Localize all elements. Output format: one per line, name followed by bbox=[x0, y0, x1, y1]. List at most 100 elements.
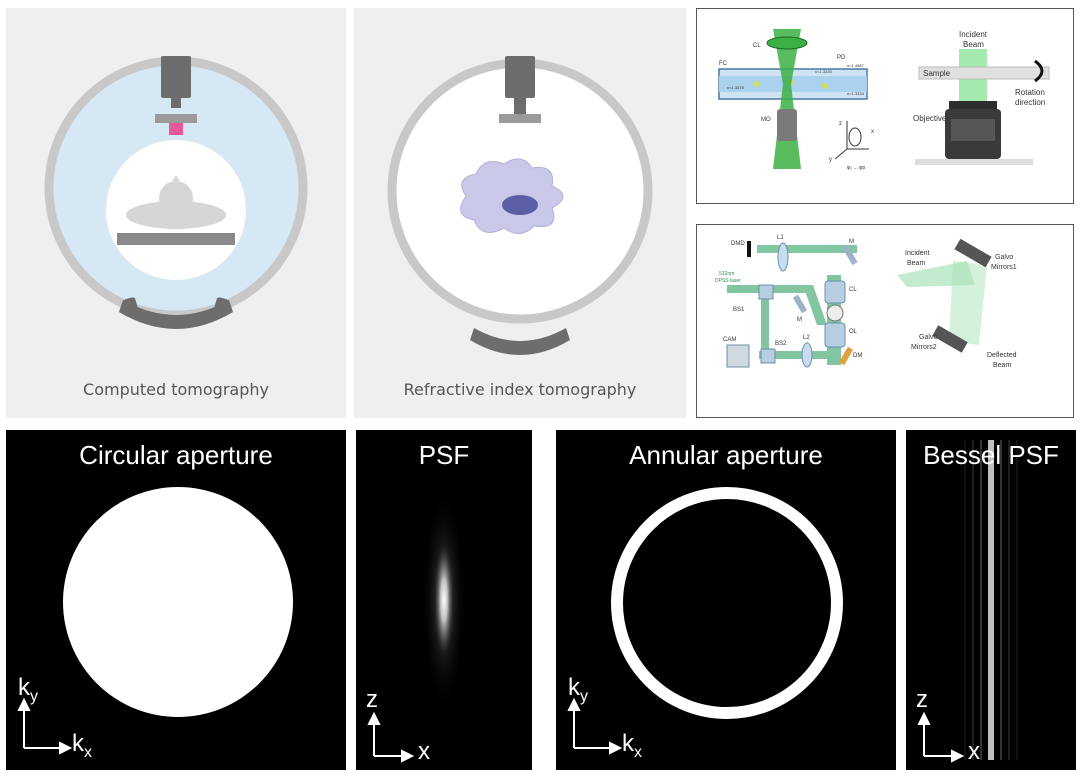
zx-axes-arrows bbox=[917, 711, 965, 763]
condenser-cl-icon bbox=[824, 280, 846, 304]
bessel-psf-image bbox=[917, 440, 1018, 763]
label-n2: n=1.3330 bbox=[815, 69, 833, 74]
sample-rod bbox=[918, 66, 1050, 80]
label-m-top: M bbox=[849, 239, 854, 245]
bessel-axis-z: z bbox=[916, 686, 928, 713]
label-cl: CL bbox=[849, 287, 857, 293]
axis-z: z bbox=[839, 121, 842, 127]
annular-aperture-title: Annular aperture bbox=[629, 440, 823, 470]
k-axes-arrows bbox=[17, 697, 73, 755]
label-dm: DM bbox=[853, 353, 862, 359]
label-rotation-1: Rotation bbox=[1015, 88, 1045, 97]
ct-patient bbox=[126, 175, 226, 229]
label-n1: n=1.4587 bbox=[847, 63, 865, 68]
label-pd: PD bbox=[837, 55, 846, 61]
axis-phi: φ₂ ... φp bbox=[847, 165, 865, 171]
coordinate-axes bbox=[834, 121, 869, 160]
objective-ol-icon bbox=[824, 322, 846, 348]
rit-light-source bbox=[499, 56, 541, 123]
aperture-disk bbox=[63, 487, 293, 717]
ct-illustration bbox=[44, 56, 308, 329]
label-rotation-2: direction bbox=[1015, 98, 1045, 107]
label-cam: CAM bbox=[723, 337, 736, 343]
label-m-mid: M bbox=[797, 317, 802, 323]
psf-panel: PSF z x bbox=[356, 430, 532, 770]
bs1-icon bbox=[758, 284, 774, 300]
annular-aperture-panel: Annular aperture ky kx bbox=[556, 430, 896, 770]
label-bs1: BS1 bbox=[733, 307, 745, 313]
psf-image bbox=[367, 490, 466, 763]
ct-detector bbox=[119, 300, 233, 329]
circular-axis-kx: kx bbox=[72, 730, 92, 761]
label-l1: L1 bbox=[777, 235, 784, 241]
label-l2: L2 bbox=[803, 335, 810, 341]
circular-aperture-title: Circular aperture bbox=[79, 440, 273, 470]
circular-axis-ky: ky bbox=[18, 674, 38, 705]
annular-axis-kx: kx bbox=[622, 730, 642, 761]
label-n3: n=1.3375 bbox=[727, 85, 745, 90]
psf-axis-z: z bbox=[366, 686, 378, 713]
ct-table bbox=[117, 233, 235, 245]
camera-icon bbox=[726, 344, 750, 368]
mirror-m-mid-icon bbox=[792, 294, 808, 314]
lens-l1-icon bbox=[777, 242, 789, 272]
label-sample: Sample bbox=[923, 69, 951, 78]
label-galvo2-2: Mirrors2 bbox=[911, 344, 937, 351]
rotation-arrow-icon bbox=[1034, 59, 1044, 83]
psf-title: PSF bbox=[418, 440, 470, 470]
k-axes-arrows bbox=[567, 697, 623, 755]
sample-chamber-icon bbox=[826, 304, 844, 322]
galvo-setup-panel: DMD L1 M 532nm DPSS laser BS1 M CL OL CA… bbox=[696, 224, 1074, 418]
ct-caption: Computed tomography bbox=[83, 380, 269, 399]
rit-illustration bbox=[387, 56, 653, 355]
xray-beam-icon bbox=[169, 123, 183, 135]
bessel-core bbox=[988, 440, 994, 760]
ct-xray-source bbox=[155, 56, 197, 135]
lens-l2-icon bbox=[801, 342, 813, 368]
rotation-setup-panel: CL PD FC MO n=1.4587 n=1.3330 n=1.3375 n… bbox=[696, 8, 1074, 204]
objective-mo-icon bbox=[777, 109, 797, 141]
label-dmd: DMD bbox=[731, 241, 745, 247]
rit-detector bbox=[470, 328, 570, 355]
bessel-psf-panel: Bessel PSF z x bbox=[906, 430, 1076, 770]
label-objective: Objective bbox=[913, 114, 947, 123]
label-galvo1-1: Galvo bbox=[995, 254, 1013, 261]
label-incident-2: Beam bbox=[963, 40, 984, 49]
label-incident-1: Incident bbox=[959, 30, 988, 39]
label-incident-1: Incident bbox=[905, 250, 930, 257]
label-cl: CL bbox=[753, 43, 761, 49]
rotation-setup-diagram: CL PD FC MO n=1.4587 n=1.3330 n=1.3375 n… bbox=[718, 29, 1050, 171]
mirror-m-top-icon bbox=[842, 244, 858, 266]
psf-axis-x: x bbox=[418, 738, 430, 765]
circular-aperture-image bbox=[17, 487, 293, 755]
ct-panel: Computed tomography bbox=[6, 8, 346, 418]
dmd-icon bbox=[747, 241, 751, 257]
label-deflected-2: Beam bbox=[993, 362, 1011, 369]
flow-channel bbox=[718, 68, 868, 100]
label-bs2: BS2 bbox=[775, 341, 787, 347]
galvo-mirror-1-icon bbox=[954, 238, 992, 268]
axis-y: y bbox=[829, 157, 832, 163]
condenser-lens-icon bbox=[766, 36, 808, 50]
annular-axis-ky: ky bbox=[568, 674, 588, 705]
label-laser-1: 532nm bbox=[719, 271, 734, 277]
deflected-beam-path bbox=[949, 261, 987, 345]
dm-icon bbox=[838, 346, 854, 366]
galvo-mirror-2-icon bbox=[932, 325, 968, 353]
axis-x: x bbox=[871, 129, 874, 135]
bessel-axis-x: x bbox=[968, 738, 980, 765]
label-fc: FC bbox=[719, 61, 728, 67]
rit-caption: Refractive index tomography bbox=[403, 380, 637, 399]
circular-aperture-panel: Circular aperture ky kx bbox=[6, 430, 346, 770]
bessel-side-lobes bbox=[964, 440, 1018, 760]
galvo-setup-diagram: DMD L1 M 532nm DPSS laser BS1 M CL OL CA… bbox=[715, 235, 1017, 369]
bs2-icon bbox=[760, 348, 776, 364]
label-galvo2-1: Galvo bbox=[919, 334, 937, 341]
aperture-ring bbox=[611, 487, 843, 719]
label-laser-2: DPSS laser bbox=[715, 278, 741, 284]
label-incident-2: Beam bbox=[907, 260, 925, 267]
label-deflected-1: Deflected bbox=[987, 352, 1017, 359]
label-galvo1-2: Mirrors1 bbox=[991, 264, 1017, 271]
annular-aperture-image bbox=[567, 487, 843, 755]
psf-halo bbox=[422, 490, 466, 710]
